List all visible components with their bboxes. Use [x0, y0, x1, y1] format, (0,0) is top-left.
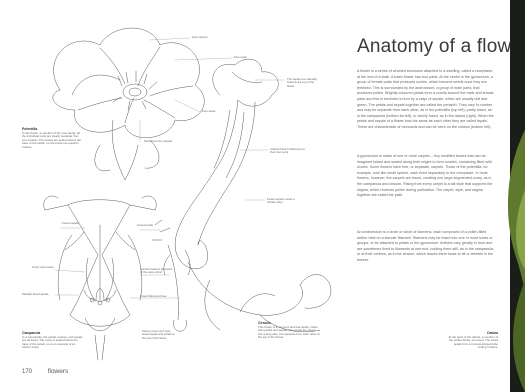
label-free-sepal: Free sepal [202, 110, 215, 113]
leaf-photo [495, 130, 525, 392]
label-fused-sepals: Fused sepals [62, 222, 79, 225]
caption-cirsium: Cirsium This flower is a monocot and has… [258, 322, 320, 340]
datura-illustration [175, 59, 331, 332]
page-folio: 170 flowers [22, 368, 68, 375]
caption-campanula-text: In a campanula, the petals, ovaries, and… [22, 335, 82, 350]
caption-datura: Datura At the point of the datura, a mem… [446, 332, 498, 350]
body-paragraph-1: A flower is a series of whorled structur… [357, 69, 495, 131]
label-datura-calyx: Fused sepals create a tubular calyx [267, 198, 299, 205]
label-free-stamen: Free stamen [192, 36, 208, 39]
label-datura-anthers: Anthers fixed to filaments at their own … [270, 148, 306, 155]
caption-potentilla: Potentilla In this flower, a member of t… [22, 128, 84, 150]
body-paragraph-2: A gynoecium is made of one or more carpe… [357, 154, 495, 199]
label-datura-sepals: The sepals are naturally fused at the to… [287, 78, 319, 88]
book-page: Free stamen Free petal Free sepal Numero… [0, 0, 510, 392]
caption-potentilla-text: In this flower, a member of the rose fam… [22, 131, 81, 149]
label-ovary: Ovary and ovules [32, 266, 54, 269]
label-fused-filaments: Fused filaments base [140, 295, 167, 298]
section-name: flowers [48, 368, 69, 375]
label-cirsium-anthers: Inferior ovary and style, fused sepals a… [142, 330, 176, 340]
page-number: 170 [22, 369, 32, 375]
label-partially-fused-sepals: Partially fused sepals [22, 293, 48, 296]
label-numerous-free-carpels: Numerous free carpels [144, 140, 180, 143]
body-paragraph-3: An androecium is a circle or whorl of st… [357, 230, 495, 264]
label-free-petal: Free petal [234, 56, 247, 59]
caption-datura-text: At the point of the datura, a member of … [449, 335, 499, 350]
label-anthers-fused: Anthers fused to filaments of the same w… [140, 268, 174, 275]
caption-cirsium-text: This flower is a monocot and has tepals,… [258, 325, 320, 340]
page-title: Anatomy of a flower [357, 36, 525, 58]
potentilla-illustration [53, 28, 204, 180]
cirsium-illustration [152, 220, 190, 331]
label-fused-petals: Fused petals [137, 224, 153, 227]
caption-campanula: Campanula In a campanula, the petals, ov… [22, 332, 84, 350]
